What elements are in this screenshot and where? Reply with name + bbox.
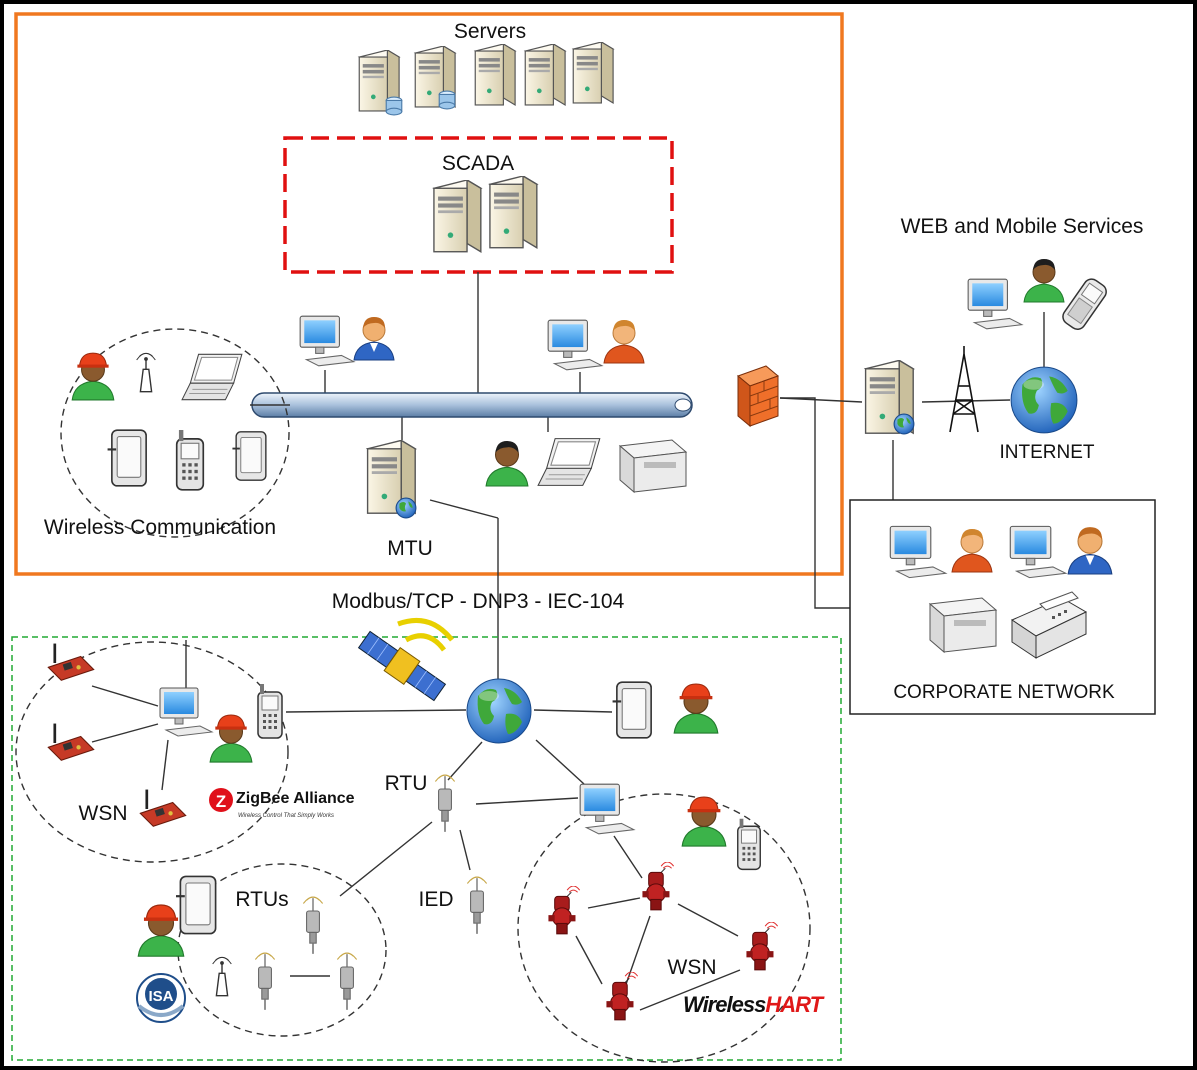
server-icon [572,42,614,104]
corporate-printer-icon [928,597,998,654]
mtu-label: MTU [387,537,433,560]
ied-label: IED [418,888,453,911]
lan-backbone-bus [251,392,693,418]
protocols-label: Modbus/TCP - DNP3 - IEC-104 [332,590,625,613]
rtus-label: RTUs [235,888,288,911]
control-center-links [324,272,581,682]
zigbee-wsn-cluster [15,641,289,863]
svg-text:Wireless Control That Simply W: Wireless Control That Simply Works [238,813,334,819]
scada-label: SCADA [442,152,514,175]
wsn-left-label: WSN [79,802,128,825]
mobile-phone-icon [175,430,205,491]
corporate-network-label: CORPORATE NETWORK [893,682,1115,703]
scada-server-icon [433,180,482,253]
wireless-communication-cluster [60,328,290,538]
svg-text:ISA: ISA [148,988,173,1005]
field-tablet-icon [612,681,653,739]
handheld-radio-icon [737,818,761,871]
tablet-icon [106,428,148,488]
wirelesshart-logo: WirelessHART [683,992,826,1017]
control-center-frame [14,12,844,576]
printer-icon [618,439,688,494]
satellite-icon [357,617,454,702]
svg-text:Z: Z [216,792,226,811]
database-icon [438,90,456,110]
external-links [779,312,1045,609]
pda-icon [232,430,267,482]
rtus-cluster [177,863,387,1037]
isa-logo: ISA [136,973,186,1023]
network-globe-icon [893,413,915,435]
network-globe-icon [395,497,417,519]
wsn-right-label: WSN [668,956,717,979]
svg-text:ZigBee Alliance: ZigBee Alliance [236,790,355,807]
radio-tower-icon [949,346,979,433]
internet-globe-icon [1010,366,1078,434]
internet-label: INTERNET [1000,442,1095,463]
scada-server-icon [489,176,538,249]
servers-label: Servers [454,20,526,43]
firewall-icon [737,365,779,428]
rtu-label: RTU [385,772,428,795]
database-icon [385,96,403,116]
wirelesshart-wsn-cluster [517,793,811,1063]
web-mobile-services-label: WEB and Mobile Services [901,215,1144,238]
svg-text:WirelessHART: WirelessHART [683,992,825,1017]
cell-phone-icon [1062,278,1107,330]
server-icon [474,44,516,106]
zigbee-alliance-logo: Z ZigBee Alliance Wireless Control That … [209,788,355,819]
server-icon [524,44,566,106]
wireless-communication-label: Wireless Communication [44,516,276,539]
handheld-radio-icon [257,684,283,739]
field-tablet-icon [176,875,217,935]
fax-machine-icon [1010,591,1088,659]
field-network-globe-icon [466,678,532,744]
